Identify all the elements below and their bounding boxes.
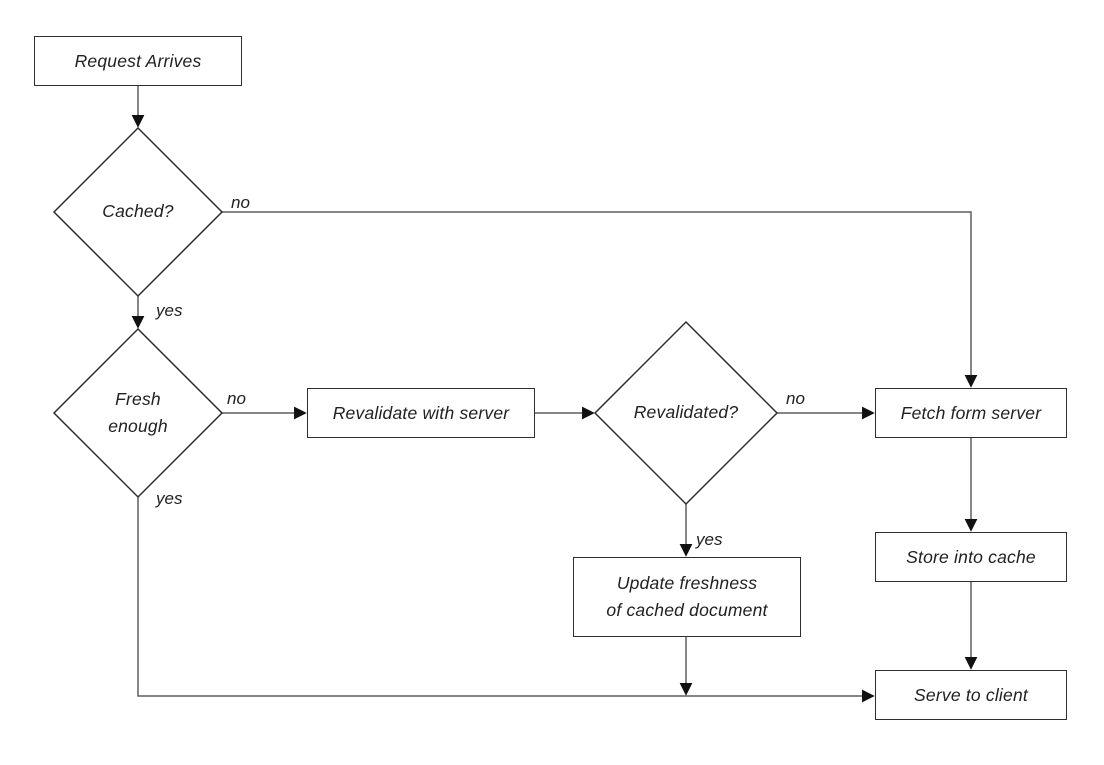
node-revalidate-with-server: Revalidate with server xyxy=(307,388,535,438)
node-serve-to-client: Serve to client xyxy=(875,670,1067,720)
node-update-freshness: Update freshness of cached document xyxy=(573,557,801,637)
decision-revalidated-shape xyxy=(593,320,779,506)
decision-fresh-enough-shape xyxy=(52,327,224,499)
decision-cached-shape xyxy=(52,126,224,298)
connector-cached-no-to-fetch xyxy=(222,211,978,388)
node-serve-to-client-label: Serve to client xyxy=(914,684,1028,705)
node-store-into-cache-label: Store into cache xyxy=(906,546,1036,567)
node-store-into-cache: Store into cache xyxy=(875,532,1067,582)
node-fetch-from-server: Fetch form server xyxy=(875,388,1067,438)
node-fetch-from-server-label: Fetch form server xyxy=(900,402,1042,423)
node-update-freshness-line1: Update freshness xyxy=(616,572,758,593)
node-request-arrives-label: Request Arrives xyxy=(74,50,202,71)
node-revalidate-with-server-label: Revalidate with server xyxy=(332,402,510,423)
node-request-arrives: Request Arrives xyxy=(34,36,242,86)
connector-fresh-yes-to-serve xyxy=(137,497,875,703)
node-update-freshness-line2: of cached document xyxy=(606,600,768,620)
